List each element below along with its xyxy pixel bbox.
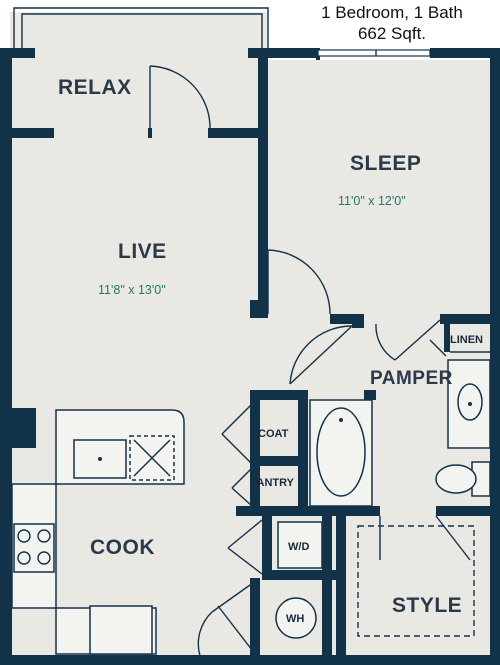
pantry-closet: PANTRY — [231, 467, 340, 516]
relax-door — [149, 65, 211, 131]
bath-walls — [250, 390, 376, 514]
room-label-relax: RELAX — [58, 76, 132, 99]
bedroom-bottom-wall — [330, 314, 494, 328]
bath-door — [375, 319, 441, 361]
walk-in-closet — [336, 506, 494, 656]
pamper-door — [289, 325, 353, 385]
room-label-cook: COOK — [90, 536, 155, 559]
plan-header: 1 Bedroom, 1 Bath 662 Sqft. — [302, 2, 482, 44]
pantry-label: PANTRY — [250, 477, 295, 489]
bath-vanity — [447, 359, 491, 449]
kitchen-island — [55, 409, 185, 485]
live-dimensions: 11'8" x 13'0" — [98, 283, 166, 297]
room-label-live: LIVE — [118, 240, 167, 263]
coat-label: COAT — [258, 428, 289, 440]
exterior-walls — [0, 48, 500, 665]
room-label-style: STYLE — [392, 594, 462, 617]
water-heater-closet: WH — [197, 514, 332, 657]
coat-closet: COAT — [221, 403, 300, 466]
fridge-icon — [89, 605, 153, 655]
washer-dryer-label: W/D — [288, 541, 309, 553]
linen-closet: LINEN — [429, 322, 490, 357]
room-label-sleep: SLEEP — [350, 152, 421, 175]
toilet-icon — [435, 461, 491, 497]
sleep-dimensions: 11'0" x 12'0" — [338, 194, 406, 208]
floor-area — [10, 12, 494, 657]
relax-divider — [10, 128, 260, 138]
linen-label: LINEN — [450, 334, 483, 346]
bathtub-icon — [309, 399, 373, 507]
bedroom-window — [317, 49, 431, 57]
unit-area: 662 Sqft. — [357, 24, 427, 43]
stove-icon — [13, 523, 55, 573]
water-heater-label: WH — [286, 613, 304, 625]
balcony-railing — [13, 7, 269, 50]
bedroom-door — [267, 249, 331, 315]
room-label-pamper: PAMPER — [370, 368, 453, 389]
unit-type: 1 Bedroom, 1 Bath — [321, 3, 463, 22]
laundry-closet: W/D — [227, 514, 342, 580]
